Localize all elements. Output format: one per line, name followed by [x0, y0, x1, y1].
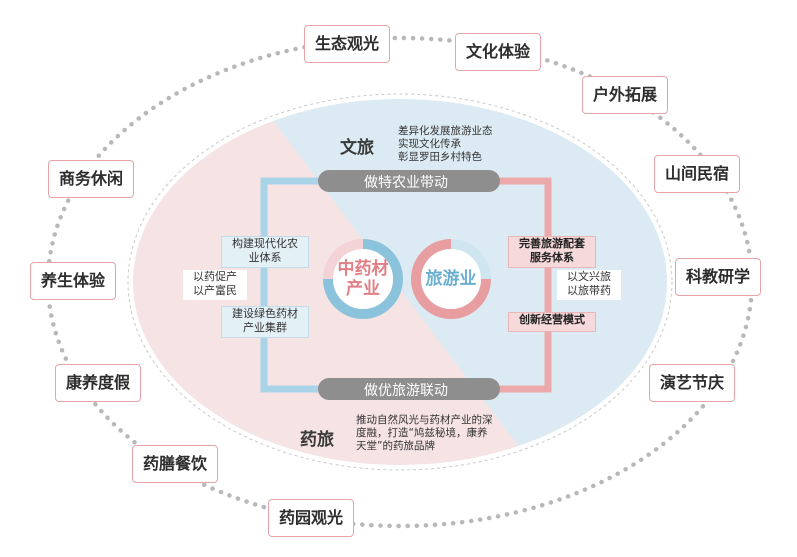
outer-item-business-leisure: 商务休闲: [48, 160, 135, 198]
wenlv-line-2: 实现文化传承: [398, 138, 461, 150]
right-box3-line-1: 创新经营模式: [519, 313, 585, 326]
wenlv-description: 差异化发展旅游业态 实现文化传承 彰显罗田乡村特色: [398, 125, 493, 164]
right-box-innovative-model: 创新经营模式: [508, 312, 596, 332]
inner-ellipse-dash: [127, 93, 673, 471]
right-box1-line-1: 完善旅游配套: [519, 237, 585, 250]
left-box-modern-agriculture: 构建现代化农 业体系: [221, 236, 309, 268]
right-core-ring-arc: [411, 239, 491, 319]
outer-item-culture: 文化体验: [455, 33, 542, 71]
top-bar: [318, 170, 500, 192]
right-box-culture-tourism: 以文兴旅 以旅带药: [557, 270, 621, 300]
outer-item-herb-garden: 药园观光: [268, 499, 355, 537]
left-core-line-2: 产业: [346, 279, 380, 299]
wenlv-line-3: 彰显罗田乡村特色: [398, 151, 482, 163]
wenlv-title: 文旅: [340, 138, 374, 158]
yaolv-line-2: 度融，打造“鸠兹秘境，康养: [356, 427, 488, 439]
yaolv-line-1: 推动自然风光与药材产业的深: [356, 414, 493, 426]
left-core-line-1: 中药材: [337, 259, 389, 279]
yaolv-title: 药旅: [300, 430, 334, 450]
right-core-center: [421, 249, 481, 309]
left-box3-line-1: 建设绿色药材: [232, 307, 298, 320]
bottom-bar: [318, 378, 500, 400]
inner-ellipse-border: [131, 97, 669, 467]
left-box1-line-1: 构建现代化农: [232, 237, 298, 250]
left-core-label: 中药材 产业: [333, 259, 393, 299]
left-box1-line-2: 业体系: [248, 251, 282, 264]
left-core-center: [333, 249, 393, 309]
yaolv-description: 推动自然风光与药材产业的深 度融，打造“鸠兹秘境，康养 天堂”的药旅品牌: [356, 414, 493, 453]
left-box-herb-prosperity: 以药促产 以产富民: [183, 270, 247, 300]
wenlv-line-1: 差异化发展旅游业态: [398, 125, 493, 137]
left-core-ring-arc: [323, 239, 403, 319]
left-box-green-herb-cluster: 建设绿色药材 产业集群: [221, 306, 309, 338]
yaolv-line-3: 天堂”的药旅品牌: [356, 440, 435, 452]
left-box2-line-2: 以产富民: [193, 284, 237, 297]
outer-item-wellness-vacation: 康养度假: [55, 364, 142, 402]
outer-item-festival: 演艺节庆: [649, 364, 736, 402]
pink-loop: [498, 177, 552, 393]
blue-loop: [260, 177, 320, 393]
left-box3-line-2: 产业集群: [243, 321, 287, 334]
right-core-label: 旅游业: [425, 269, 477, 289]
right-box2-line-2: 以旅带药: [567, 284, 611, 297]
outer-item-ecotourism: 生态观光: [304, 25, 391, 63]
outer-item-outdoor: 户外拓展: [582, 76, 669, 114]
right-box1-line-2: 服务体系: [530, 251, 574, 264]
left-box2-line-1: 以药促产: [193, 270, 237, 283]
right-box-tourism-services: 完善旅游配套 服务体系: [508, 236, 596, 268]
outer-item-herbal-diet: 药膳餐饮: [132, 445, 219, 483]
outer-item-health-experience: 养生体验: [30, 262, 117, 300]
right-box2-line-1: 以文兴旅: [567, 270, 611, 283]
top-bar-label: 做特农业带动: [364, 175, 448, 191]
bottom-bar-label: 做优旅游联动: [364, 383, 448, 399]
outer-item-research: 科教研学: [675, 258, 762, 296]
outer-item-homestay: 山间民宿: [654, 155, 741, 193]
